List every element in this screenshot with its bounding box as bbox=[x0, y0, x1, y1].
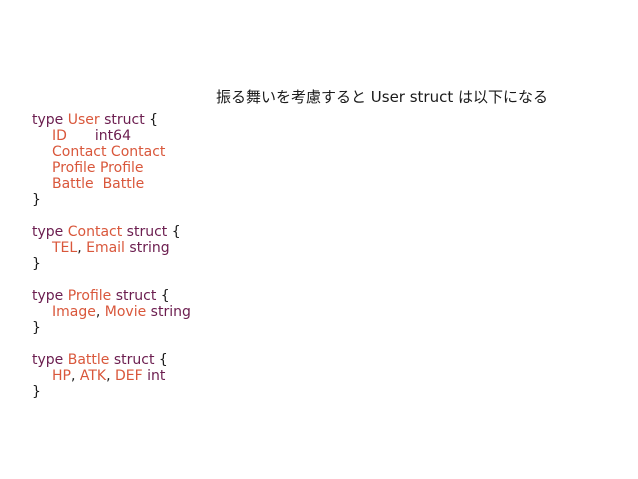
close-brace: } bbox=[32, 256, 41, 272]
keyword-type: type bbox=[32, 288, 64, 304]
code-line-battle-fields: HP, ATK, DEF int bbox=[32, 368, 191, 384]
code-line-user-field: Contact Contact bbox=[32, 144, 191, 160]
field-name: Contact bbox=[52, 144, 107, 160]
comma: , bbox=[70, 368, 76, 384]
struct-name-user: User bbox=[67, 112, 100, 128]
comma: , bbox=[95, 304, 101, 320]
field-name: ID bbox=[52, 128, 67, 144]
field-type: Profile bbox=[99, 160, 144, 176]
open-brace: { bbox=[160, 288, 170, 304]
code-line-user-field: ID int64 bbox=[32, 128, 191, 144]
field-type: int64 bbox=[94, 128, 131, 144]
code-line-user-field: Battle Battle bbox=[32, 176, 191, 192]
field-type: int bbox=[147, 368, 166, 384]
field-name: Profile bbox=[52, 160, 96, 176]
open-brace: { bbox=[158, 352, 168, 368]
field-name: Movie bbox=[104, 304, 147, 320]
code-line-close: } bbox=[32, 320, 191, 336]
field-type: string bbox=[129, 240, 170, 256]
field-type: Battle bbox=[102, 176, 145, 192]
field-type: string bbox=[150, 304, 191, 320]
struct-name-contact: Contact bbox=[67, 224, 123, 240]
comma: , bbox=[77, 240, 82, 256]
code-line-close: } bbox=[32, 192, 191, 208]
keyword-type: type bbox=[32, 224, 64, 240]
code-line-user-decl: type User struct { bbox=[32, 112, 191, 128]
code-line-contact-decl: type Contact struct { bbox=[32, 224, 191, 240]
code-line-close: } bbox=[32, 384, 191, 400]
open-brace: { bbox=[149, 112, 159, 128]
struct-name-battle: Battle bbox=[67, 352, 110, 368]
code-line-profile-decl: type Profile struct { bbox=[32, 288, 191, 304]
keyword-struct: struct bbox=[126, 224, 168, 240]
code-block: type User struct { ID int64 Contact Conta… bbox=[32, 112, 191, 400]
field-name: Image bbox=[52, 304, 96, 320]
keyword-struct: struct bbox=[113, 352, 155, 368]
code-line-user-field: Profile Profile bbox=[32, 160, 191, 176]
code-line-close: } bbox=[32, 256, 191, 272]
struct-name-profile: Profile bbox=[67, 288, 112, 304]
field-name: TEL bbox=[52, 240, 78, 256]
field-name: Email bbox=[86, 240, 125, 256]
close-brace: } bbox=[32, 320, 41, 336]
keyword-type: type bbox=[32, 112, 64, 128]
field-name: Battle bbox=[52, 176, 94, 192]
keyword-struct: struct bbox=[115, 288, 157, 304]
close-brace: } bbox=[32, 192, 41, 208]
field-type: Contact bbox=[110, 144, 166, 160]
code-line-profile-fields: Image, Movie string bbox=[32, 304, 191, 320]
keyword-struct: struct bbox=[104, 112, 145, 128]
code-line-battle-decl: type Battle struct { bbox=[32, 352, 191, 368]
slide-heading: 振る舞いを考慮すると User struct は以下になる bbox=[216, 88, 548, 106]
field-name: HP bbox=[52, 368, 71, 384]
close-brace: } bbox=[32, 384, 41, 400]
comma: , bbox=[106, 368, 111, 384]
keyword-type: type bbox=[32, 352, 64, 368]
field-name: DEF bbox=[115, 368, 143, 384]
open-brace: { bbox=[171, 224, 181, 240]
field-name: ATK bbox=[79, 368, 107, 384]
code-line-contact-fields: TEL, Email string bbox=[32, 240, 191, 256]
